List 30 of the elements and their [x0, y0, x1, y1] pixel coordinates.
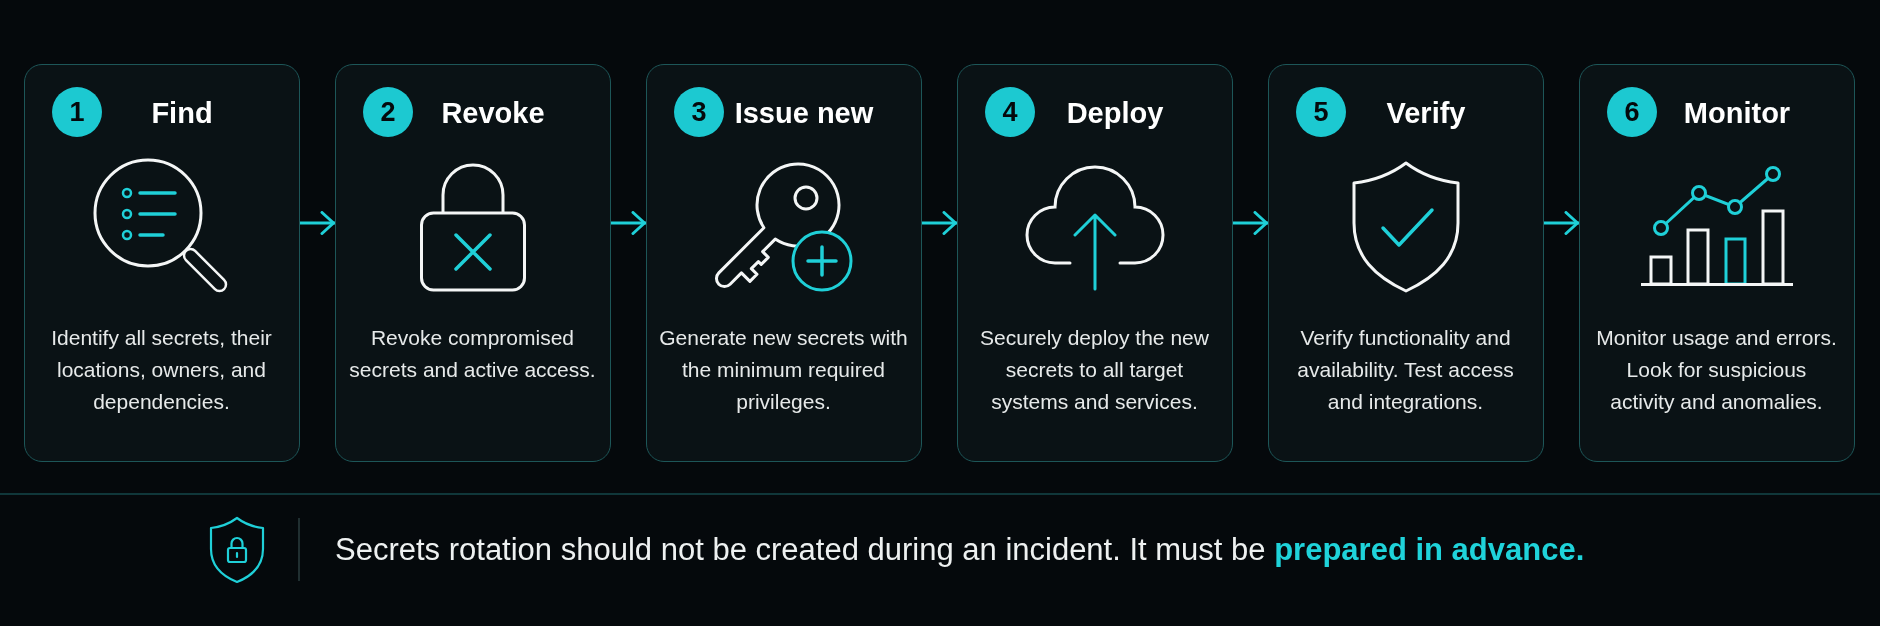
step-card — [24, 64, 300, 462]
step-card — [1268, 64, 1544, 462]
step-card — [335, 64, 611, 462]
step-description: Monitor usage and errors. Look for suspicious activity and anomalies. — [1595, 324, 1838, 415]
step-description: Revoke compromised secrets and active access. — [348, 324, 597, 383]
arrow — [1233, 211, 1268, 235]
step-title: Find — [151, 96, 213, 131]
step-description: Verify functionality and availability. Test access and integrations. — [1296, 324, 1515, 415]
step-description: Securely deploy the new secrets to all target systems and services. — [979, 324, 1210, 415]
note-text: Secrets rotation should not be created during an incident. It must be prepared in advance. — [335, 532, 1585, 568]
step-description: Identify all secrets, their locations, owners, and dependencies. — [50, 324, 273, 415]
step-title: Revoke — [441, 96, 545, 131]
step-card — [1579, 64, 1855, 462]
step-description: Generate new secrets with the minimum required privileges. — [659, 324, 908, 415]
step-number-badge: 1 — [52, 87, 102, 137]
arrow — [300, 211, 335, 235]
step-number-badge: 4 — [985, 87, 1035, 137]
step-title: Verify — [1386, 96, 1466, 131]
step-title: Issue new — [734, 96, 874, 131]
step-number-badge: 3 — [674, 87, 724, 137]
step-title: Deploy — [1066, 96, 1164, 131]
step-card — [957, 64, 1233, 462]
step-number-badge: 2 — [363, 87, 413, 137]
step-number-badge: 6 — [1607, 87, 1657, 137]
arrow — [1544, 211, 1579, 235]
arrow — [611, 211, 646, 235]
arrow — [922, 211, 957, 235]
step-card — [646, 64, 922, 462]
step-title: Monitor — [1683, 96, 1791, 131]
step-number-badge: 5 — [1296, 87, 1346, 137]
